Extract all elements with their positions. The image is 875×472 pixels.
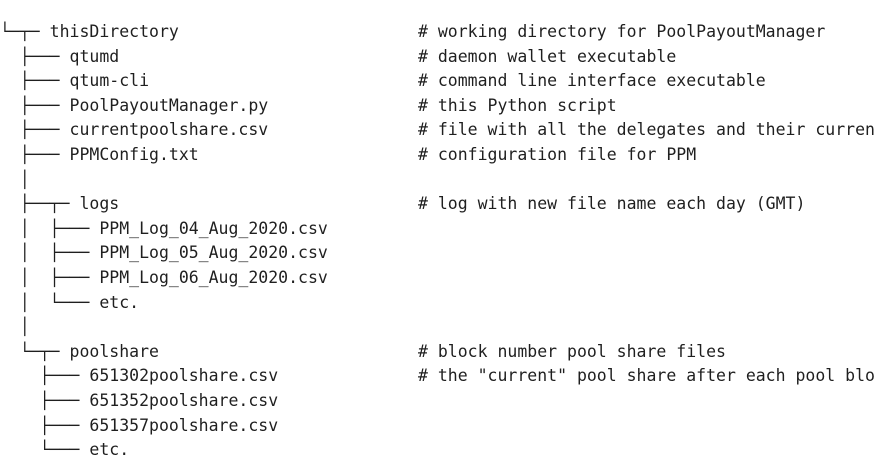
tree-row: │	[0, 315, 30, 339]
tree-branch-glyphs: │	[0, 169, 30, 189]
tree-entry-name: etc.	[99, 292, 140, 312]
tree-entry-name: PPM_Log_05_Aug_2020.csv	[99, 243, 328, 263]
tree-branch-glyphs: ├───	[0, 71, 70, 91]
tree-entry-name: currentpoolshare.csv	[69, 120, 269, 140]
tree-row: ├─── qtum-cli	[0, 69, 149, 93]
tree-branch-glyphs: └───	[0, 440, 90, 460]
tree-row: │ ├─── PPM_Log_06_Aug_2020.csv	[0, 266, 328, 290]
tree-row: ├─── 651302poolshare.csv	[0, 364, 278, 388]
tree-row: ├─── 651357poolshare.csv	[0, 414, 278, 438]
tree-row: ├─── PPMConfig.txt	[0, 143, 199, 167]
tree-branch-glyphs: │ ├───	[0, 268, 100, 287]
tree-row: └─┬─ poolshare	[0, 340, 159, 364]
tree-entry-name: PPMConfig.txt	[69, 145, 199, 164]
tree-branch-glyphs: ├───	[0, 415, 90, 435]
tree-entry-name: 651357poolshare.csv	[89, 415, 279, 435]
tree-entry-name: thisDirectory	[49, 22, 179, 41]
tree-branch-glyphs: ├───	[0, 46, 70, 66]
tree-entry-name: PPM_Log_06_Aug_2020.csv	[99, 268, 328, 287]
tree-row: ├─── qtumd	[0, 45, 119, 69]
tree-entry-comment: # command line interface executable	[418, 71, 766, 91]
tree-branch-glyphs: ├───	[0, 391, 90, 410]
tree-row: └─── etc.	[0, 438, 129, 462]
tree-entry-name: qtumd	[69, 46, 120, 66]
tree-entry-comment: # log with new file name each day (GMT)	[418, 194, 806, 214]
tree-row: ├─── 651352poolshare.csv	[0, 389, 278, 413]
tree-row: │ ├─── PPM_Log_05_Aug_2020.csv	[0, 241, 328, 265]
tree-entry-name: qtum-cli	[69, 71, 150, 91]
tree-entry-name: PoolPayoutManager.py	[69, 95, 269, 115]
tree-branch-glyphs: ├───	[0, 95, 70, 115]
tree-entry-comment: # this Python script	[418, 95, 617, 115]
tree-branch-glyphs: └─┬─	[0, 341, 70, 361]
tree-branch-glyphs: │	[0, 317, 30, 337]
tree-branch-glyphs: └─┬─	[0, 22, 50, 41]
tree-branch-glyphs: │ ├───	[0, 243, 100, 263]
tree-entry-comment: # daemon wallet executable	[418, 46, 677, 66]
tree-branch-glyphs: ├──┬─	[0, 194, 80, 214]
tree-row: │	[0, 168, 30, 192]
tree-entry-name: poolshare	[69, 341, 159, 361]
tree-branch-glyphs: │ └───	[0, 292, 100, 312]
tree-row: ├─── PoolPayoutManager.py	[0, 94, 268, 118]
tree-entry-comment: # working directory for PoolPayoutManage…	[418, 22, 826, 41]
tree-row: │ ├─── PPM_Log_04_Aug_2020.csv	[0, 217, 328, 241]
tree-entry-name: 651302poolshare.csv	[89, 366, 279, 386]
tree-entry-comment: # the "current" pool share after each po…	[418, 366, 875, 386]
tree-entry-name: 651352poolshare.csv	[89, 391, 279, 410]
tree-entry-name: logs	[79, 194, 120, 214]
tree-branch-glyphs: ├───	[0, 366, 90, 386]
tree-row: ├─── currentpoolshare.csv	[0, 118, 268, 142]
tree-entry-name: PPM_Log_04_Aug_2020.csv	[99, 218, 328, 238]
tree-row: ├──┬─ logs	[0, 192, 119, 216]
tree-branch-glyphs: ├───	[0, 120, 70, 140]
tree-entry-comment: # configuration file for PPM	[418, 145, 697, 164]
tree-entry-comment: # file with all the delegates and their …	[418, 120, 875, 140]
tree-branch-glyphs: │ ├───	[0, 218, 100, 238]
tree-row: └─┬─ thisDirectory	[0, 20, 179, 44]
tree-entry-comment: # block number pool share files	[418, 341, 726, 361]
tree-branch-glyphs: ├───	[0, 145, 70, 164]
tree-row: │ └─── etc.	[0, 291, 139, 315]
tree-entry-name: etc.	[89, 440, 130, 460]
